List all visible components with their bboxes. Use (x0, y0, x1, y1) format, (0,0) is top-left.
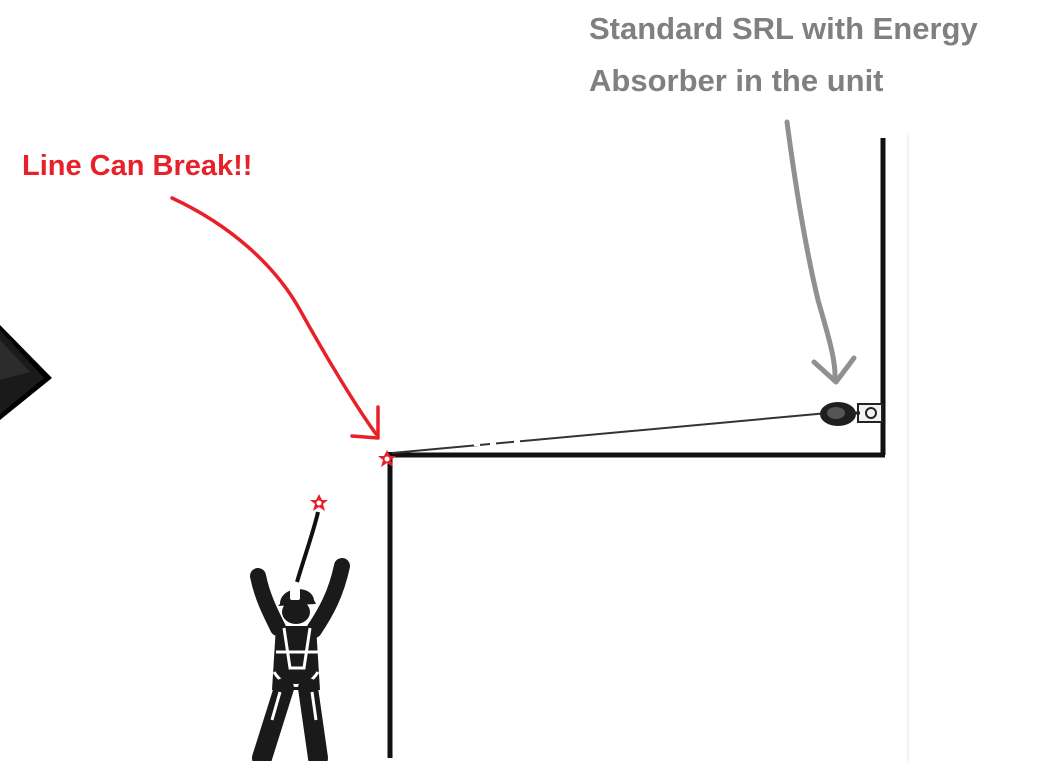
structure (387, 138, 886, 758)
break-callout-arrow (170, 196, 380, 440)
play-triangle-icon (0, 325, 52, 420)
broken-line-end-icon (310, 494, 328, 511)
falling-worker-icon (250, 511, 350, 761)
self-retracting-lifeline-unit-icon (820, 402, 883, 426)
lifeline (391, 412, 829, 454)
break-point-star-icon (378, 450, 396, 467)
line-break-annotation: Line Can Break!! (22, 150, 253, 182)
srl-annotation-line-2: Absorber in the unit (589, 63, 884, 98)
lifeline-marks (474, 438, 520, 446)
srl-annotation-line-1: Standard SRL with Energy (589, 11, 978, 46)
srl-callout-arrow (784, 119, 857, 385)
